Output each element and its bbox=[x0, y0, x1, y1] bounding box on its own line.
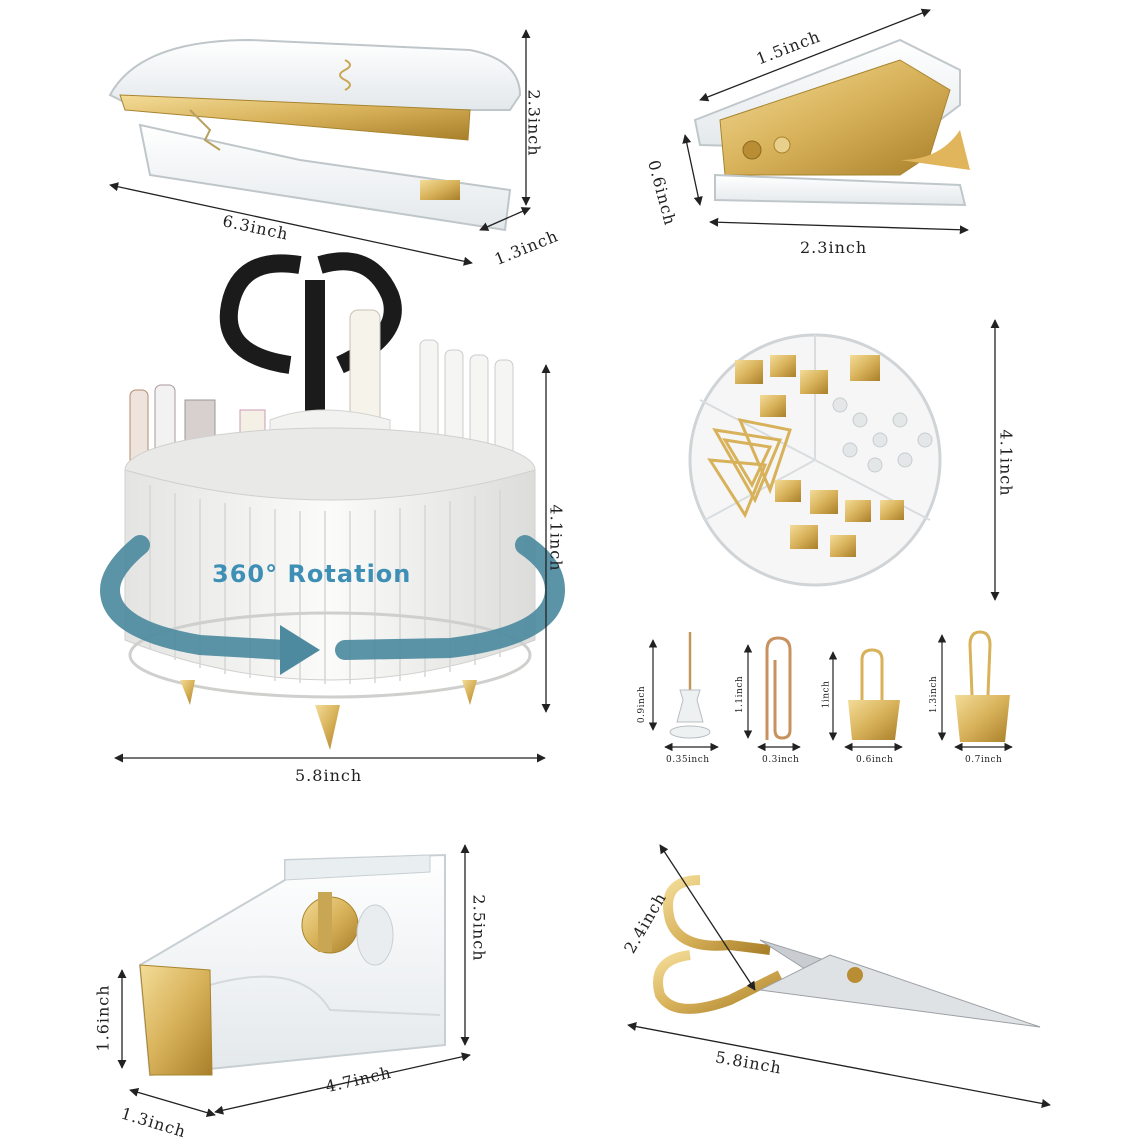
push-pin bbox=[669, 632, 711, 739]
paper-clip-height-label: 1.1inch bbox=[735, 675, 746, 714]
paper-clip-width-label: 0.3inch bbox=[762, 755, 800, 765]
large-binder-clip-width-label: 0.7inch bbox=[965, 755, 1003, 765]
rotation-label: 360° Rotation bbox=[212, 560, 412, 588]
pen-holder-height-label: 4.1inch bbox=[546, 504, 566, 572]
small-binder-clip-height-label: 1inch bbox=[821, 680, 832, 709]
push-pin-width-label: 0.35inch bbox=[666, 755, 710, 765]
small-binder-clip bbox=[848, 648, 900, 740]
stapler bbox=[108, 38, 522, 232]
scissors bbox=[653, 875, 1041, 1028]
tape-dispenser-front-height-label: 1.6inch bbox=[93, 984, 113, 1052]
tape-dispenser-height-label: 2.5inch bbox=[469, 894, 489, 962]
stapler-height-label: 2.3inch bbox=[524, 89, 544, 157]
large-binder-clip-height-label: 1.3inch bbox=[929, 675, 940, 714]
staple-remover bbox=[693, 38, 970, 207]
large-binder-clip bbox=[955, 630, 1010, 742]
push-pin-height-label: 0.9inch bbox=[637, 685, 648, 724]
pen-holder bbox=[124, 252, 536, 750]
clip-box bbox=[688, 333, 942, 587]
clip-box-diameter-label: 4.1inch bbox=[996, 429, 1016, 497]
paper-clip bbox=[765, 636, 792, 740]
tape-dispenser bbox=[138, 853, 446, 1077]
small-binder-clip-width-label: 0.6inch bbox=[856, 755, 894, 765]
pen-holder-diameter-label: 5.8inch bbox=[295, 766, 363, 785]
staple-remover-width-label: 2.3inch bbox=[800, 238, 868, 257]
